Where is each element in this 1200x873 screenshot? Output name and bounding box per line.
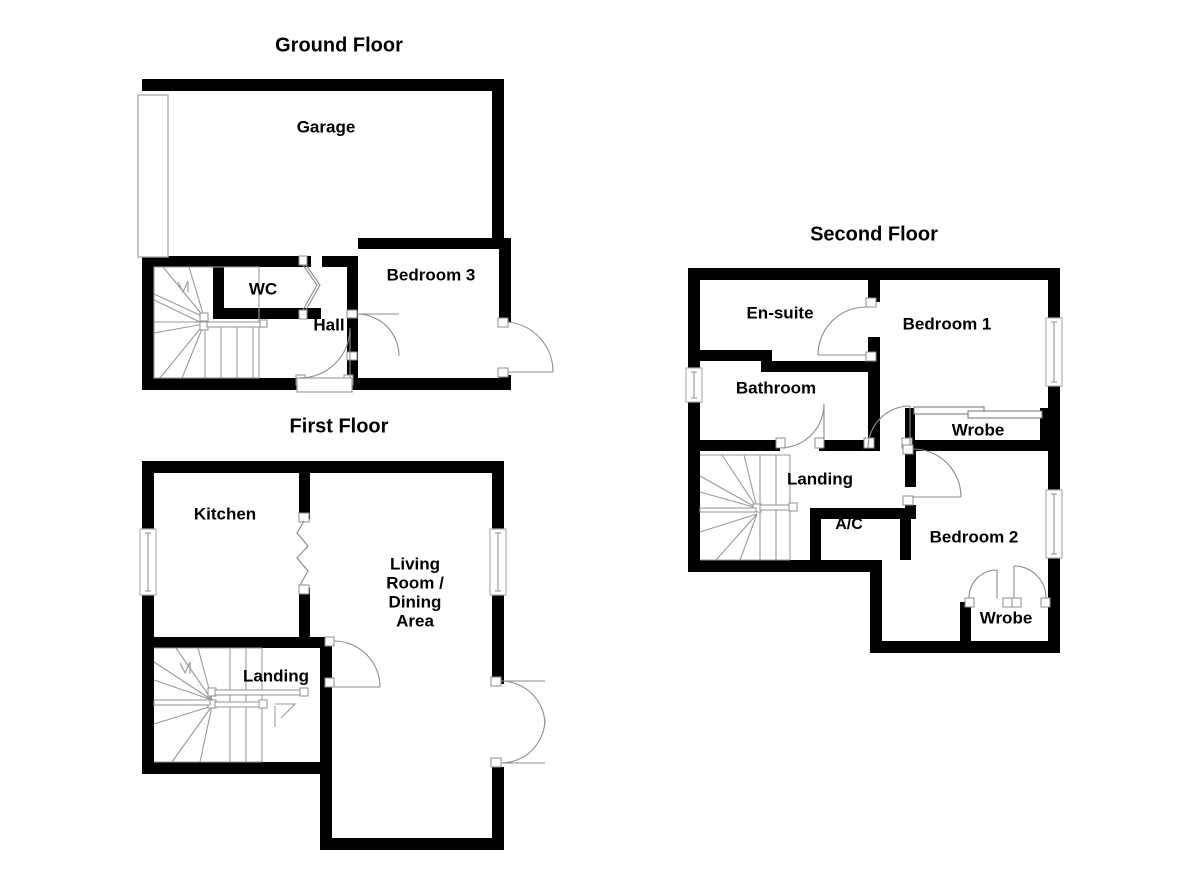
second-walls	[688, 268, 1060, 653]
room-label-wc: WC	[249, 279, 277, 298]
second-staircase	[699, 454, 798, 561]
room-label-garage: Garage	[297, 117, 356, 136]
ensuite-door[interactable]	[817, 297, 877, 362]
living-window-right	[489, 528, 507, 596]
bedroom3-exterior-door[interactable]	[497, 317, 554, 378]
room-label-bathroom: Bathroom	[736, 378, 816, 397]
floor-ground: Ground Floor	[137, 34, 554, 393]
room-label-hall: Hall	[313, 315, 344, 334]
second-floor-title: Second Floor	[810, 223, 938, 245]
bifold-doors[interactable]	[296, 512, 310, 595]
french-doors[interactable]	[490, 676, 546, 768]
kitchen-window-left	[139, 528, 157, 596]
first-walls	[142, 461, 504, 850]
floor-second: Second Floor	[685, 223, 1063, 653]
landing-door[interactable]	[324, 636, 381, 688]
room-label-living-room-dining-area: Living Room / Dining Area	[386, 554, 444, 630]
bathroom-door[interactable]	[775, 403, 825, 449]
ground-staircase	[153, 266, 268, 379]
wc-door[interactable]	[298, 255, 321, 320]
garage-door[interactable]	[137, 94, 169, 258]
bedroom1-window-right	[1045, 317, 1063, 387]
bathroom-window-left	[685, 367, 703, 403]
room-label-wrobe-bedroom-2: Wrobe	[980, 608, 1033, 627]
room-label-second-landing: Landing	[787, 469, 853, 488]
bedroom1-door[interactable]	[863, 405, 913, 449]
room-label-bedroom-2: Bedroom 2	[930, 527, 1019, 546]
room-label-first-landing: Landing	[243, 666, 309, 685]
room-label-wrobe-bedroom-1: Wrobe	[952, 420, 1005, 439]
first-floor-title: First Floor	[290, 415, 389, 437]
living-label-line-3: Dining	[389, 592, 442, 611]
living-label-line-2: Room /	[386, 573, 444, 592]
room-label-ac: A/C	[835, 516, 863, 533]
floor-first: First Floor	[139, 415, 546, 850]
wrobe-sliding-doors[interactable]	[913, 406, 1043, 419]
room-label-bedroom-1: Bedroom 1	[903, 314, 992, 333]
living-label-line-1: Living	[390, 554, 440, 573]
room-label-kitchen: Kitchen	[194, 504, 256, 523]
front-door[interactable]	[295, 327, 354, 393]
room-label-bedroom-3: Bedroom 3	[387, 265, 476, 284]
first-staircase	[153, 647, 309, 763]
bedroom3-inner-door[interactable]	[346, 309, 400, 361]
wrobe-hinged-doors[interactable]	[964, 565, 1051, 608]
bedroom2-window-right	[1045, 489, 1063, 559]
ground-floor-title: Ground Floor	[275, 34, 403, 56]
bedroom2-door[interactable]	[902, 444, 962, 506]
room-label-en-suite: En-suite	[746, 303, 813, 322]
living-label-line-4: Area	[396, 611, 434, 630]
